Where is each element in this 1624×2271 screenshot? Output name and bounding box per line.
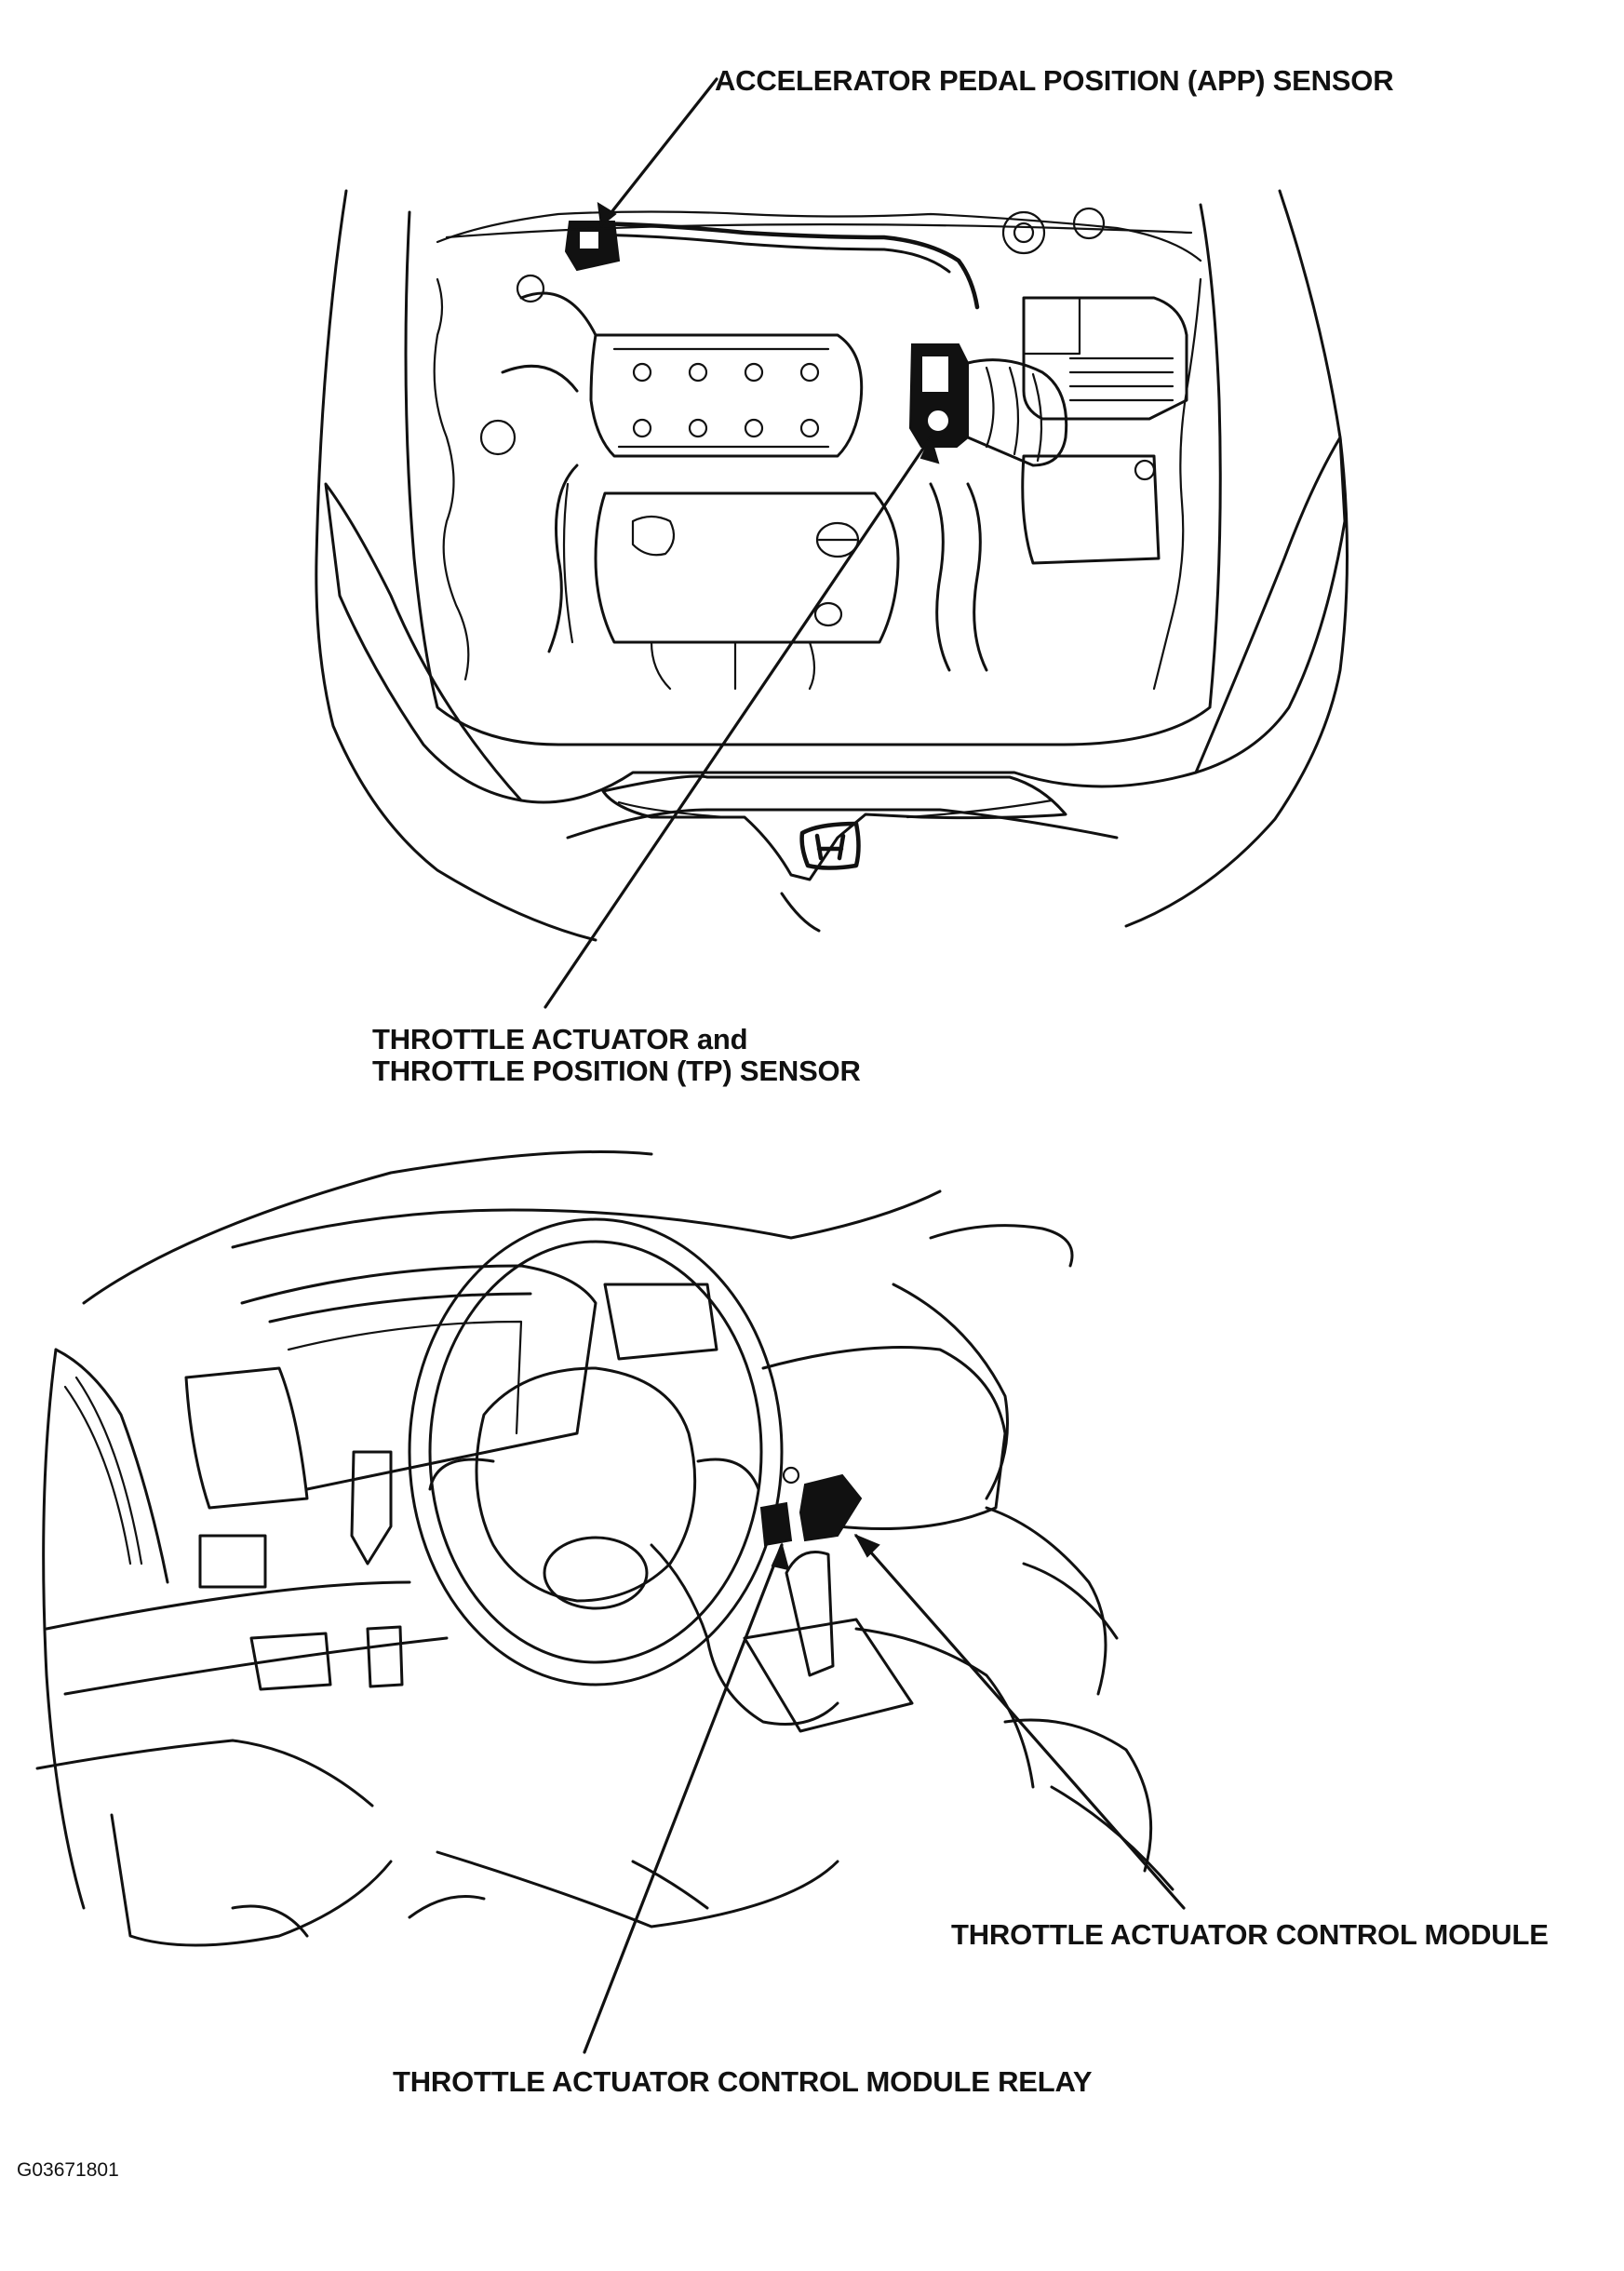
arrowhead-control-module-relay xyxy=(771,1542,790,1571)
leader-lines-engine xyxy=(544,77,940,1009)
app-sensor-label: ACCELERATOR PEDAL POSITION (APP) SENSOR xyxy=(715,64,1394,97)
throttle-actuator-label: THROTTLE ACTUATOR and THROTTLE POSITION … xyxy=(372,1024,861,1087)
leader-control-module xyxy=(854,1534,1186,1910)
control-module-relay-label: THROTTLE ACTUATOR CONTROL MODULE RELAY xyxy=(393,2065,1093,2098)
control-module-label: THROTTLE ACTUATOR CONTROL MODULE xyxy=(951,1918,1549,1951)
dashboard-illustration xyxy=(35,1150,1174,1947)
arrowhead-app-sensor xyxy=(597,202,617,227)
throttle-actuator-label-line2: THROTTLE POSITION (TP) SENSOR xyxy=(372,1055,861,1087)
arrowhead-control-module xyxy=(853,1533,880,1558)
engine-compartment-illustration xyxy=(315,189,1349,942)
leader-control-module-relay xyxy=(583,1543,784,2054)
leader-lines-dashboard xyxy=(583,1533,1186,2054)
figure-code: G03671801 xyxy=(17,2159,119,2181)
arrowhead-throttle-actuator xyxy=(919,435,940,464)
throttle-actuator-label-line1: THROTTLE ACTUATOR and xyxy=(372,1023,748,1055)
leader-app-sensor xyxy=(599,77,718,227)
leader-throttle-actuator xyxy=(544,436,933,1009)
